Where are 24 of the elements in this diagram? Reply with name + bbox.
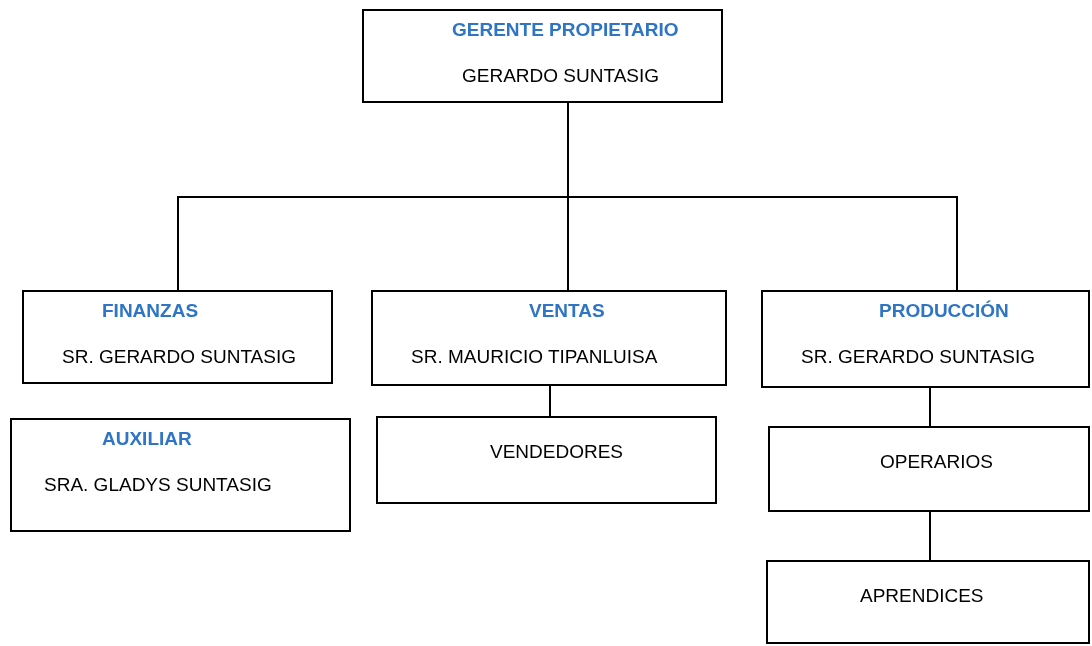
connector-line: [929, 387, 931, 427]
person-name: SR. GERARDO SUNTASIG: [801, 347, 1035, 366]
connector-line: [549, 385, 551, 417]
person-name: SR. GERARDO SUNTASIG: [62, 347, 296, 366]
person-name: SRA. GLADYS SUNTASIG: [44, 475, 272, 494]
org-box: [766, 560, 1090, 644]
person-name: VENDEDORES: [490, 442, 624, 461]
department-title: VENTAS: [529, 301, 605, 320]
org-box: [22, 290, 333, 384]
connector-line: [929, 511, 931, 561]
org-box: [761, 290, 1090, 388]
org-box: [376, 416, 717, 504]
person-name: APRENDICES: [860, 586, 984, 605]
department-title: PRODUCCIÓN: [879, 301, 1009, 320]
org-box: [362, 9, 723, 103]
org-box: [371, 290, 727, 386]
org-box: [768, 426, 1090, 512]
person-name: GERARDO SUNTASIG: [462, 66, 660, 85]
org-box: [10, 418, 351, 532]
person-name: SR. MAURICIO TIPANLUISA: [411, 347, 658, 366]
department-title: AUXILIAR: [102, 429, 192, 448]
department-title: FINANZAS: [102, 301, 199, 320]
person-name: OPERARIOS: [880, 452, 993, 471]
department-title: GERENTE PROPIETARIO: [452, 20, 679, 39]
